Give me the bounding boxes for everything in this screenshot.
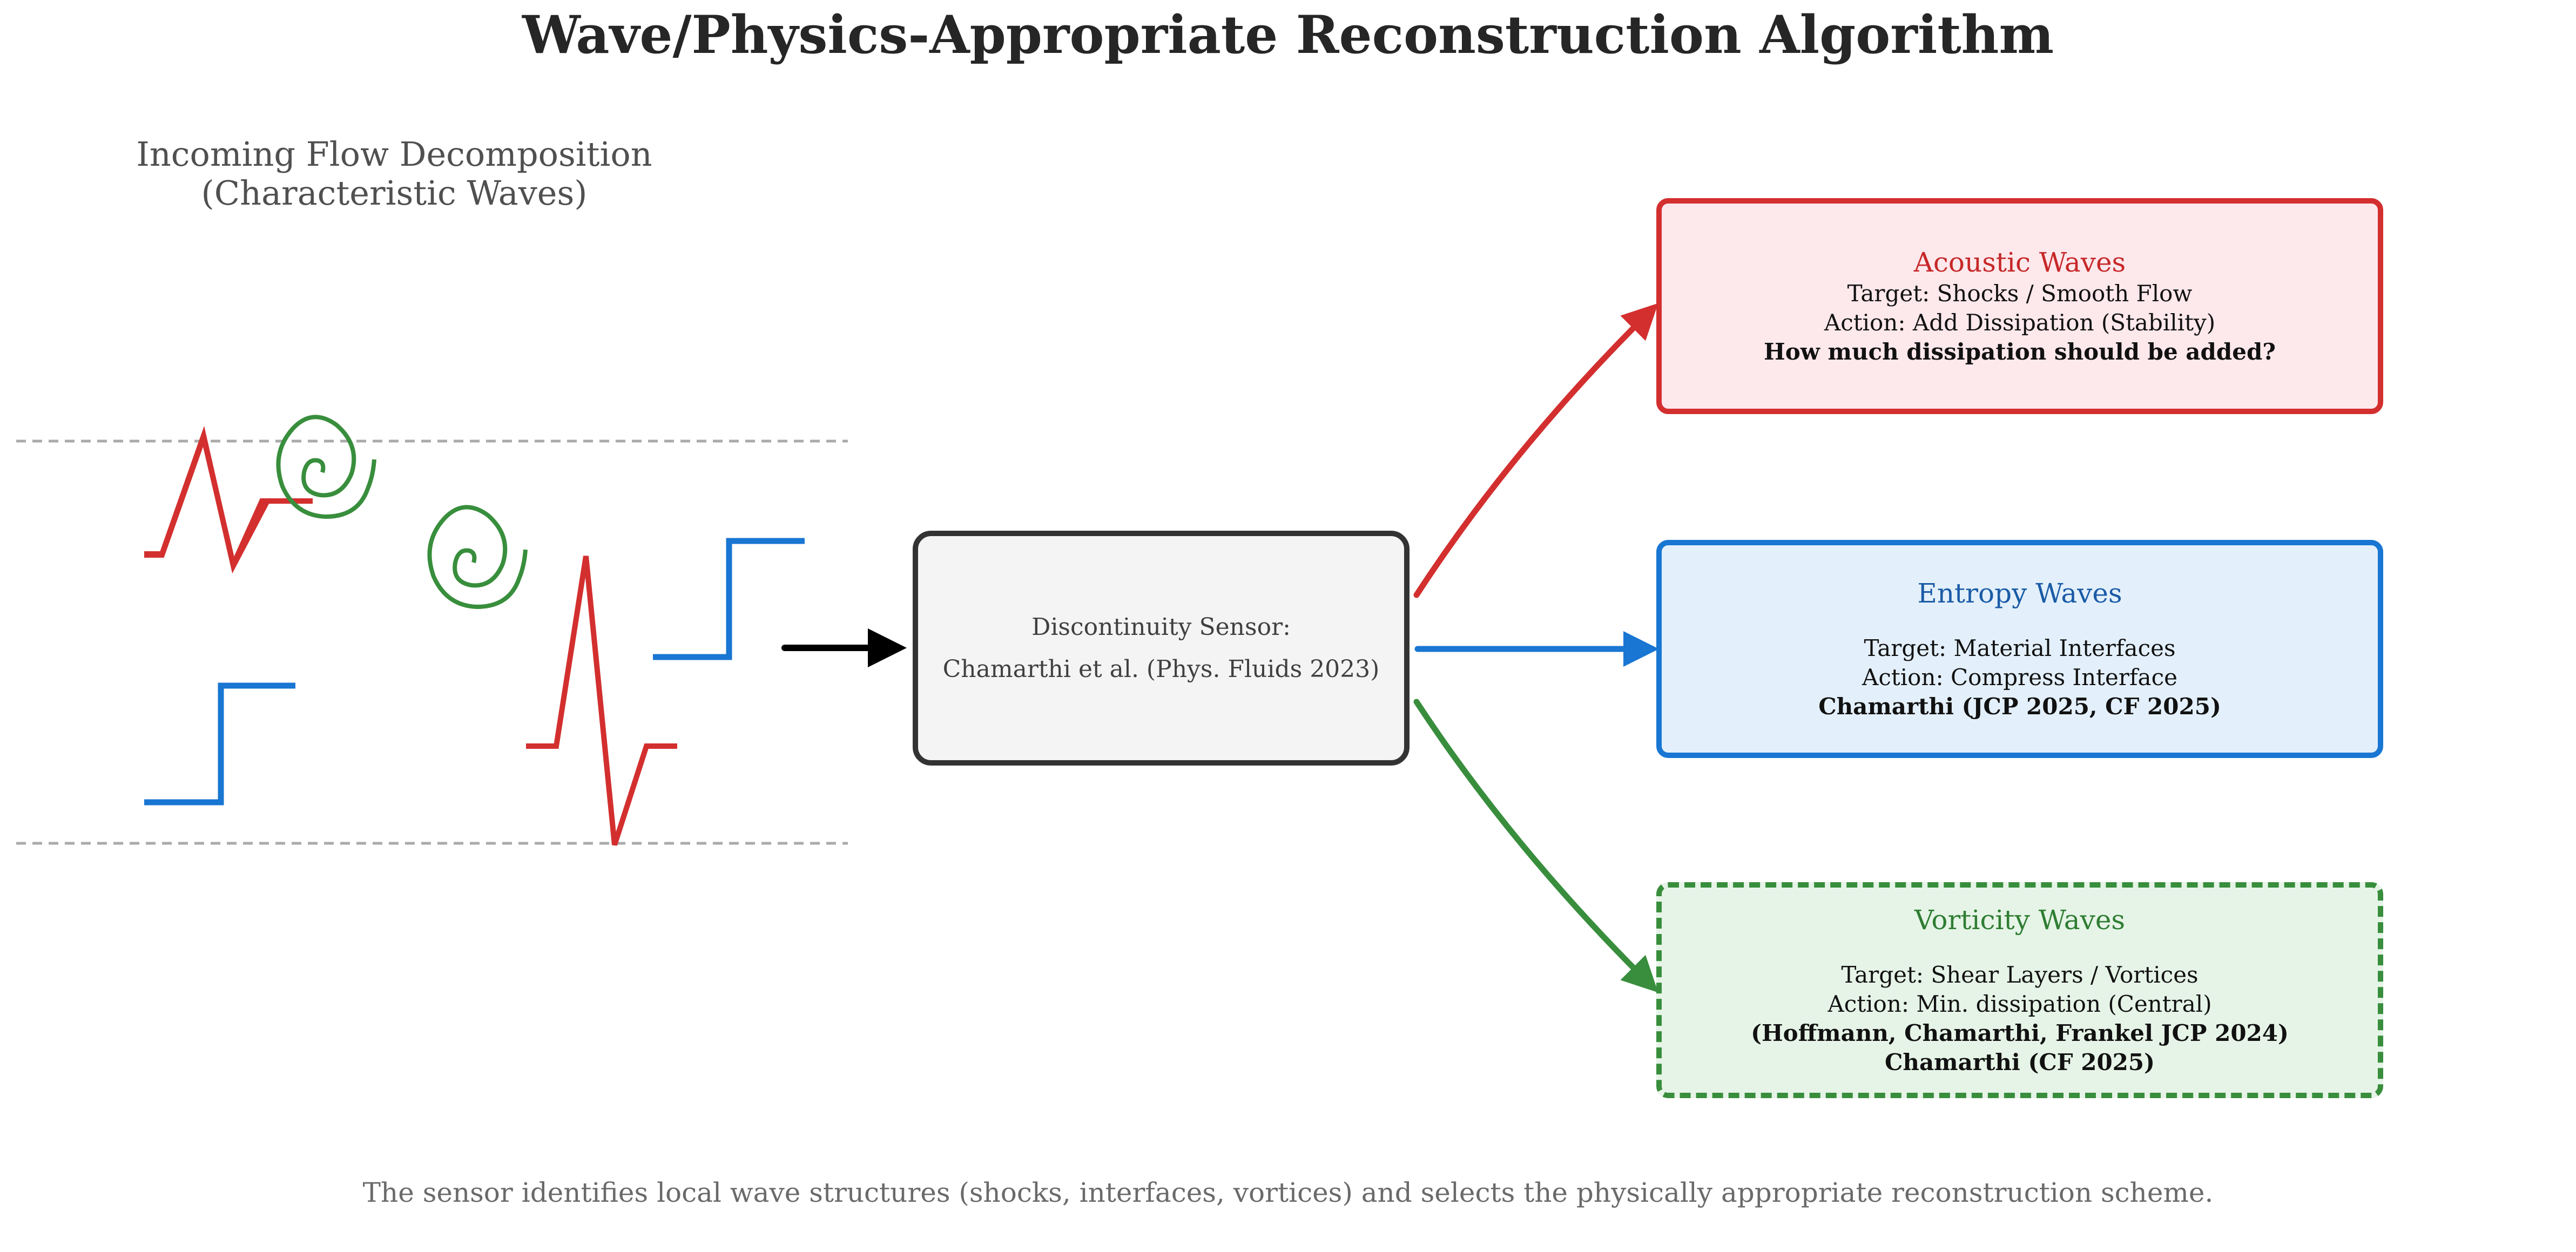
vorticity-waves-box: Vorticity Waves Target: Shear Layers / V… <box>1656 882 2383 1098</box>
acoustic-title: Acoustic Waves <box>1913 247 2126 278</box>
acoustic-question: How much dissipation should be added? <box>1764 339 2276 365</box>
acoustic-pulse-icon <box>526 556 677 846</box>
vorticity-action: Action: Min. dissipation (Central) <box>1828 991 2212 1017</box>
heading-line-1: Incoming Flow Decomposition <box>136 134 652 174</box>
sensor-title: Discontinuity Sensor: <box>1031 613 1291 641</box>
entropy-step-icon <box>653 538 805 660</box>
vorticity-citation-1: (Hoffmann, Chamarthi, Frankel JCP 2024) <box>1751 1020 2289 1046</box>
entropy-action: Action: Compress Interface <box>1862 664 2177 691</box>
acoustic-action: Action: Add Dissipation (Stability) <box>1824 309 2216 336</box>
entropy-step-icon <box>144 682 295 806</box>
vortex-spiral-icon <box>427 505 528 610</box>
entropy-title: Entropy Waves <box>1917 578 2122 609</box>
entropy-waves-box: Entropy Waves Target: Material Interface… <box>1656 540 2383 758</box>
acoustic-target: Target: Shocks / Smooth Flow <box>1847 280 2193 307</box>
flow-decomposition-heading: Incoming Flow Decomposition (Characteris… <box>130 135 659 213</box>
diagram-caption: The sensor identifies local wave structu… <box>362 1177 2214 1208</box>
acoustic-waves-box: Acoustic Waves Target: Shocks / Smooth F… <box>1656 198 2383 414</box>
entropy-target: Target: Material Interfaces <box>1864 635 2176 661</box>
diagram-title: Wave/Physics-Appropriate Reconstruction … <box>522 4 2054 65</box>
vorticity-title: Vorticity Waves <box>1914 904 2126 936</box>
entropy-citation: Chamarthi (JCP 2025, CF 2025) <box>1818 693 2221 720</box>
acoustic-branch-arrow <box>1413 303 1658 598</box>
sensor-citation: Chamarthi et al. (Phys. Fluids 2023) <box>942 655 1380 683</box>
vorticity-citation-2: Chamarthi (CF 2025) <box>1885 1049 2155 1075</box>
vortex-spiral-icon <box>276 415 376 519</box>
vorticity-branch-arrow <box>1413 699 1658 993</box>
discontinuity-sensor-box: Discontinuity Sensor: Chamarthi et al. (… <box>913 531 1410 766</box>
heading-line-2: (Characteristic Waves) <box>201 173 588 213</box>
vorticity-target: Target: Shear Layers / Vortices <box>1841 962 2199 988</box>
acoustic-pulse-icon <box>144 426 296 574</box>
